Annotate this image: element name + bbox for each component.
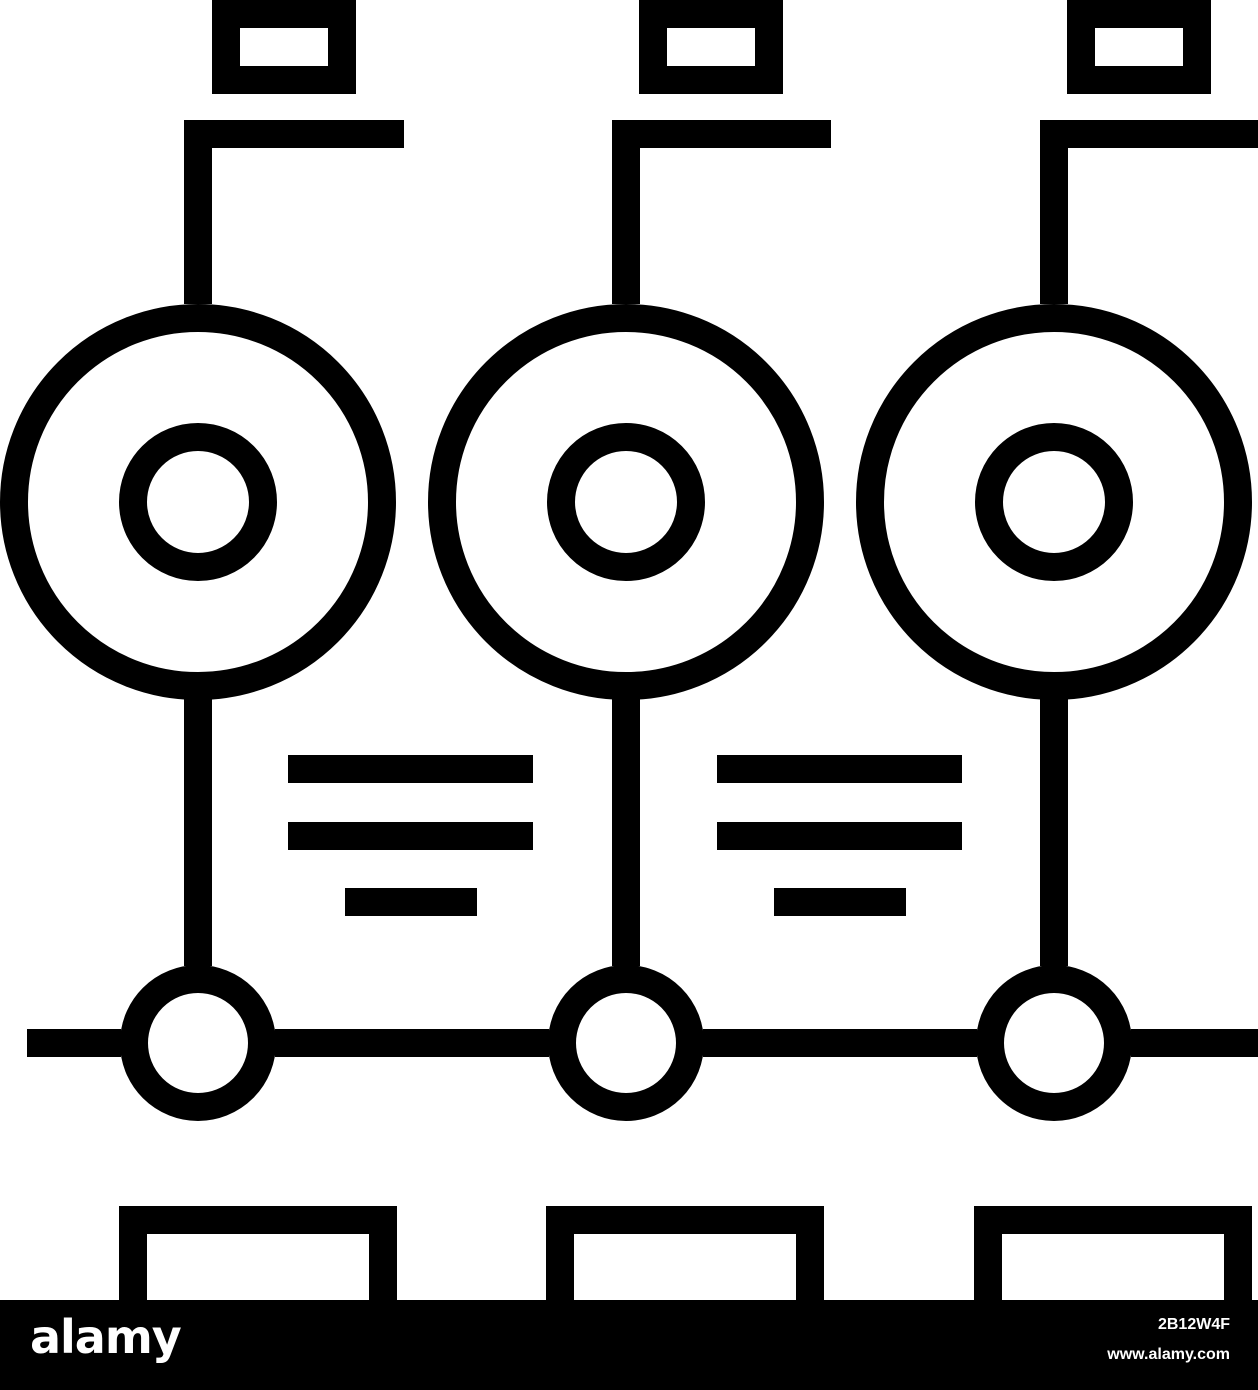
timeline-node-3 xyxy=(976,965,1132,1121)
top-box-3 xyxy=(1067,0,1211,94)
flag-connector-2 xyxy=(612,120,831,304)
timeline-node-2 xyxy=(548,965,704,1121)
brand-logo: alamy xyxy=(30,1310,182,1364)
flag-connector-1 xyxy=(184,120,404,304)
bottom-box-1 xyxy=(119,1206,397,1300)
timeline-node-1 xyxy=(120,965,276,1121)
top-box-1 xyxy=(212,0,356,94)
inner-circle-2 xyxy=(547,423,705,581)
bottom-box-2 xyxy=(546,1206,824,1300)
top-box-2 xyxy=(639,0,783,94)
large-circle-2 xyxy=(428,304,824,700)
flag-connector-3 xyxy=(1040,120,1258,304)
large-circle-3 xyxy=(856,304,1252,700)
timeline-flowchart-line-icon xyxy=(0,0,1258,1300)
image-id-label: 2B12W4F xyxy=(1157,1316,1230,1333)
inner-circle-3 xyxy=(975,423,1133,581)
bottom-box-3 xyxy=(974,1206,1252,1300)
watermark-banner: alamy 2B12W4F www.alamy.com xyxy=(0,1300,1258,1390)
large-circle-1 xyxy=(0,304,396,700)
inner-circle-1 xyxy=(119,423,277,581)
site-url: www.alamy.com xyxy=(1107,1346,1230,1363)
